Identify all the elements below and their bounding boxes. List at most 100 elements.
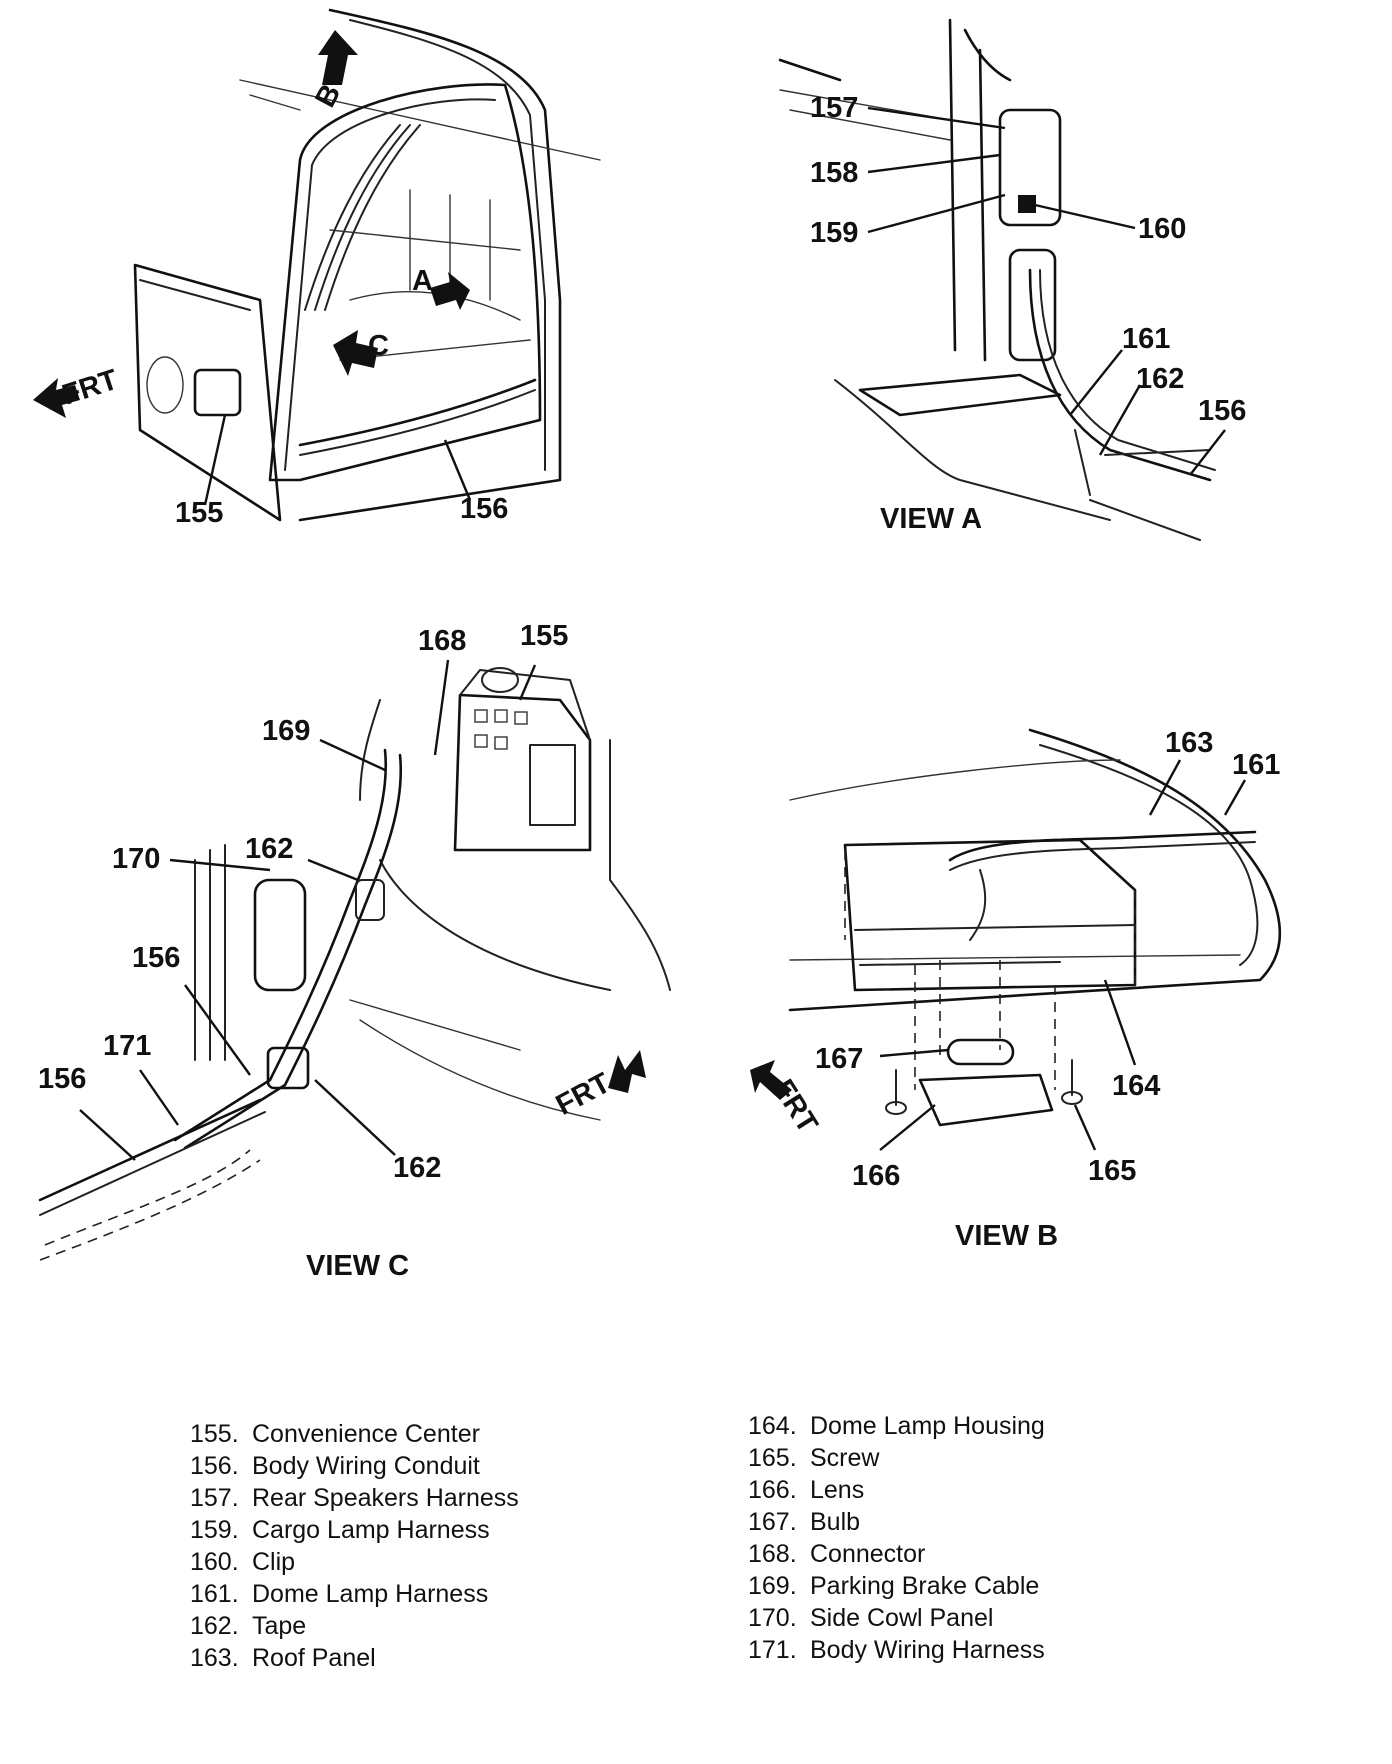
- legend-number: 170.: [748, 1604, 797, 1632]
- door-opening: [268, 83, 542, 482]
- label-160: 160: [1138, 213, 1186, 245]
- view-a-upper-opening: [998, 108, 1062, 227]
- tape-shape-upper: [355, 879, 385, 921]
- leader-156: [443, 439, 472, 501]
- legend-number: 160.: [190, 1548, 239, 1576]
- label-156-a: 156: [1198, 395, 1246, 427]
- legend-item: 169. Parking Brake Cable: [748, 1570, 1045, 1602]
- view-c-title: VIEW C: [306, 1250, 409, 1282]
- view-b-title: VIEW B: [955, 1220, 1058, 1252]
- cab-inner-outline: [349, 19, 546, 471]
- view-a-frame-top: [778, 28, 1012, 82]
- legend-text: Parking Brake Cable: [810, 1572, 1040, 1600]
- legend-text: Cargo Lamp Harness: [252, 1516, 490, 1544]
- leader-156-c2: [79, 1109, 136, 1161]
- legend-number: 156.: [190, 1452, 239, 1480]
- leader-165: [1073, 1104, 1097, 1151]
- legend-text: Body Wiring Harness: [810, 1636, 1045, 1664]
- legend-text: Clip: [252, 1548, 296, 1576]
- label-155-c: 155: [520, 620, 568, 652]
- door-seal: [284, 98, 496, 471]
- clip-shape: [1018, 195, 1036, 213]
- legend-number: 157.: [190, 1484, 239, 1512]
- label-161-b: 161: [1232, 749, 1280, 781]
- legend-text: Tape: [252, 1612, 307, 1640]
- label-161-a: 161: [1122, 323, 1170, 355]
- label-a: A: [412, 265, 433, 297]
- leader-160: [1034, 203, 1136, 230]
- label-frt-c: FRT: [551, 1067, 616, 1122]
- frt-arrow-b: [750, 1060, 792, 1100]
- legend-text: Convenience Center: [252, 1420, 480, 1448]
- frt-arrow-c: [608, 1050, 646, 1093]
- legend-item: 160. Clip: [190, 1546, 519, 1578]
- pillar-harness: [304, 124, 401, 311]
- legend-item: 162. Tape: [190, 1610, 519, 1642]
- convenience-center-shape: [193, 368, 242, 417]
- roof-line: [239, 79, 601, 161]
- legend-number: 163.: [190, 1644, 239, 1672]
- leader-163: [1148, 759, 1182, 816]
- leader-162-c2: [314, 1079, 396, 1156]
- dash-side: [133, 263, 282, 522]
- leader-170: [169, 858, 271, 872]
- leader-161: [1069, 349, 1123, 416]
- label-156-c1: 156: [132, 942, 180, 974]
- legend-number: 161.: [190, 1580, 239, 1608]
- legend-item: 168.Connector: [748, 1538, 1045, 1570]
- leader-171: [139, 1069, 179, 1126]
- legend-item: 163. Roof Panel: [190, 1642, 519, 1674]
- legend-number: 169.: [748, 1572, 797, 1600]
- leader-164: [1103, 979, 1137, 1066]
- label-163: 163: [1165, 727, 1213, 759]
- view-a-pillar: [948, 18, 987, 362]
- legend-item: 157.Rear Speakers Harness: [190, 1482, 519, 1514]
- label-164: 164: [1112, 1070, 1160, 1102]
- view-c: 168 155 169 170 162 156 171 156 162 FRT …: [38, 620, 671, 1282]
- roof-trim: [249, 94, 301, 111]
- leader-155: [203, 414, 227, 506]
- leader-166: [879, 1104, 936, 1151]
- leader-158: [867, 153, 1001, 174]
- view-c-panel: [609, 739, 671, 991]
- legend-text: Roof Panel: [252, 1644, 376, 1672]
- legend-item: 170. Side Cowl Panel: [748, 1602, 1045, 1634]
- dome-lamp-housing-shape: [843, 838, 1137, 992]
- legend-item: 161. Dome Lamp Harness: [190, 1578, 519, 1610]
- cab-outline: [298, 8, 562, 522]
- legend-item: 166. Lens: [748, 1474, 1045, 1506]
- legend-text: Dome Lamp Housing: [810, 1412, 1045, 1440]
- leader-168: [433, 659, 450, 756]
- legend-right: 164.Dome Lamp Housing 165.Screw 166.Lens…: [748, 1410, 1045, 1666]
- legend-number: 162.: [190, 1612, 239, 1640]
- leader-162-c1: [307, 858, 359, 882]
- leader-162-a: [1098, 384, 1142, 456]
- legend-number: 165.: [748, 1444, 797, 1472]
- leader-157: [867, 106, 1006, 130]
- label-156: 156: [460, 493, 508, 525]
- view-a-floor-edge: [834, 379, 1111, 521]
- legend-text: Dome Lamp Harness: [252, 1580, 489, 1608]
- view-c-harness: [173, 748, 388, 1142]
- label-170: 170: [112, 843, 160, 875]
- label-166: 166: [852, 1160, 900, 1192]
- view-a-title: VIEW A: [880, 503, 982, 535]
- legend-text: Side Cowl Panel: [810, 1604, 994, 1632]
- leader-156-c1: [184, 984, 251, 1076]
- label-168: 168: [418, 625, 466, 657]
- legend-number: 167.: [748, 1508, 797, 1536]
- label-157: 157: [810, 92, 858, 124]
- view-b: 163 161 167 164 166 165 FRT VIEW B: [750, 727, 1282, 1252]
- legend-item: 156.Body Wiring Conduit: [190, 1450, 519, 1482]
- lens-shape: [918, 1073, 1054, 1127]
- view-c-sill-conduit: [38, 1098, 262, 1202]
- legend-number: 166.: [748, 1476, 797, 1504]
- legend-text: Screw: [810, 1444, 880, 1472]
- legend-item: 159.Cargo Lamp Harness: [190, 1514, 519, 1546]
- legend-text: Connector: [810, 1540, 926, 1568]
- label-c: C: [368, 330, 389, 362]
- label-165: 165: [1088, 1155, 1136, 1187]
- legend-text: Lens: [810, 1476, 865, 1504]
